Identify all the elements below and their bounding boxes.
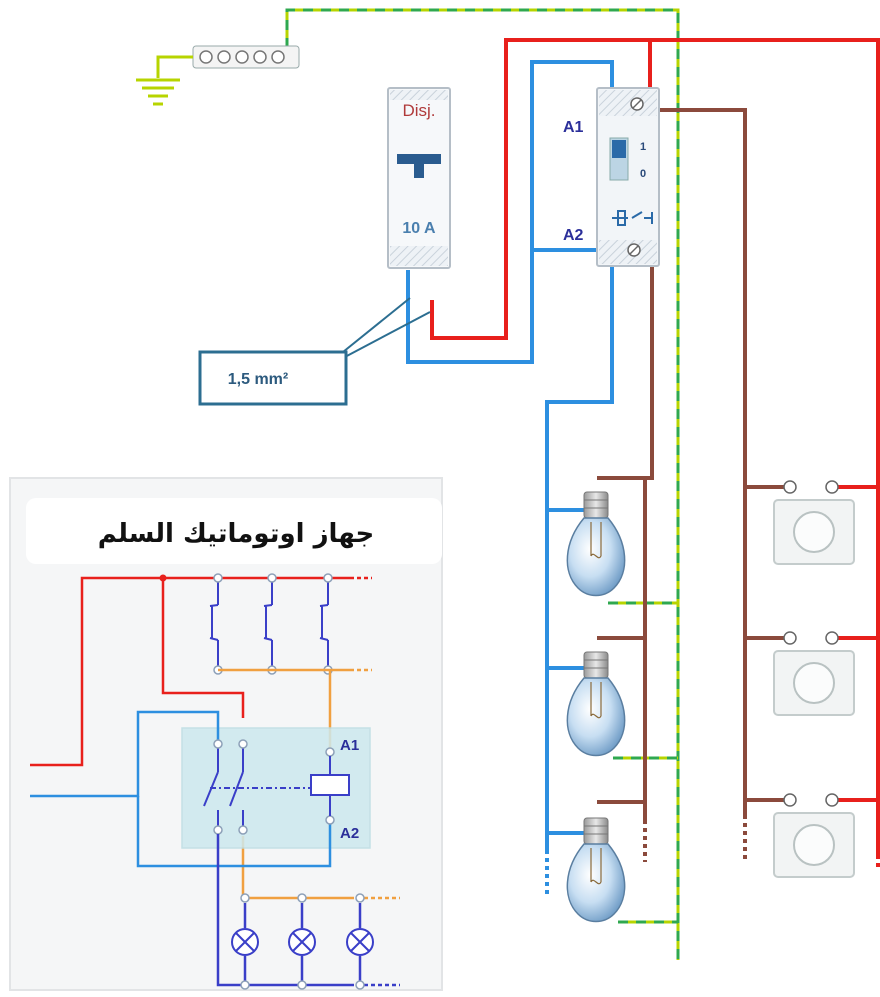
- schematic-title: جهاز اوتوماتيك السلم: [98, 519, 374, 549]
- staircase-timer-module: 1 0: [596, 87, 660, 267]
- switched-lamp-wire: [597, 262, 654, 820]
- push-button-control-wire: [640, 108, 790, 815]
- coil-a2-label: A2: [340, 825, 359, 842]
- bulb-icon: [566, 817, 626, 923]
- breaker-label: Disj.: [402, 101, 435, 120]
- lamp-symbol-icon: [231, 928, 259, 956]
- schematic-panel: جهاز اوتوماتيك السلم: [9, 477, 443, 991]
- earth-ground-icon: [136, 55, 193, 106]
- switch-off-label: 0: [640, 168, 646, 180]
- push-button-icon: [773, 631, 855, 716]
- bulb-icon: [566, 651, 626, 757]
- earth-terminal-icon: [192, 45, 300, 69]
- breaker-rating: 10 A: [402, 220, 436, 237]
- contact-symbol-icon: [612, 210, 653, 226]
- lamp-symbol-icon: [288, 928, 316, 956]
- module-terminal-a2: A2: [563, 227, 584, 244]
- phase-wire: [430, 38, 880, 855]
- switch-on-label: 1: [640, 141, 646, 153]
- neutral-wire: [406, 60, 628, 850]
- coil-icon: [310, 756, 350, 816]
- lamp-symbol-icon: [346, 928, 374, 956]
- coil-a1-label: A1: [340, 737, 359, 754]
- breaker-toggle: [397, 154, 441, 164]
- push-button-icon: [773, 480, 855, 565]
- circuit-breaker: Disj. 10 A: [387, 87, 451, 269]
- bulb-icon: [566, 491, 626, 597]
- module-terminal-a1: A1: [563, 119, 584, 136]
- push-button-icon: [773, 793, 855, 878]
- wire-section-label: 1,5 mm²: [228, 371, 288, 388]
- wire-section-callout: 1,5 mm²: [198, 297, 431, 406]
